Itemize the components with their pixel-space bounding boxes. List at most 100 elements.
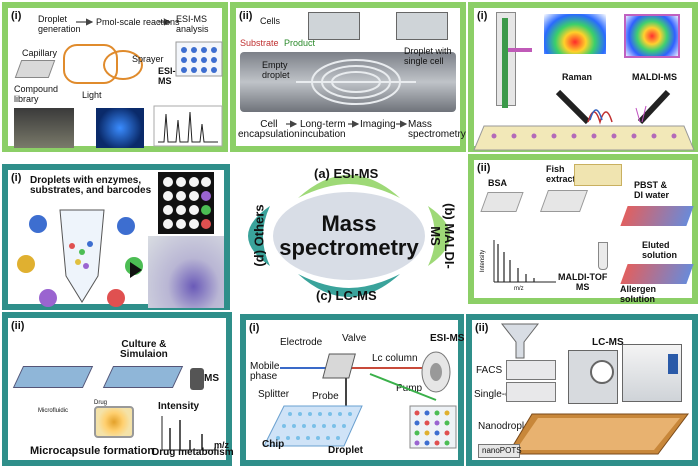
label-substrate: Substrate [240,38,279,48]
petal-lc-ms: (c) LC-MS [316,288,377,303]
label-bsa: BSA [488,178,508,188]
panel-others-microcapsule: (ii) Culture &Simulaion MS Microfluidic … [2,312,234,466]
label-cells: Cells [260,16,281,26]
ms-screen [668,354,678,374]
label-nanodroplet: Nanodroplet [478,421,533,432]
label-lc-ms: LC-MS [592,337,624,348]
label-product: Product [284,38,316,48]
label-facs: FACS [476,365,503,376]
plate-colored [409,405,457,449]
maldi-heatmap [624,14,680,58]
photo-chip-in-hand [148,236,224,308]
chip-channel [502,18,508,108]
label-intensity-axis: Intensity [480,249,487,273]
panel-tag: (ii) [239,10,253,22]
nanopots-label-box [478,444,520,458]
microcapsule-cluster [94,406,134,438]
droplet-coil [103,50,143,80]
panel-tag: (i) [477,10,488,22]
droplet-slide [473,125,695,151]
label-splitter: Splitter [258,389,290,400]
label-culture-simulation: Culture &Simulaion [120,339,168,360]
label-probe: Probe [312,391,339,402]
label-capillary: Capillary [22,48,58,58]
tube-illustration [17,209,143,307]
label-mz: m/z [214,440,230,450]
label-drug-metabolism: Drug metabolism [152,447,234,458]
photo-fluorescence [96,108,144,148]
chip-left [12,366,94,388]
label-drug: Drug [94,400,108,406]
arrows-esi-left [76,18,172,26]
label-sprayer: Sprayer [132,54,164,64]
petal-maldi-ms: (b) MALDI-MS [428,203,457,269]
ms-instrument [190,368,204,390]
nanopots-slide [507,413,689,455]
label-droplet: Droplet [328,445,363,456]
label-microcapsule-formation: Microcapsule formation [30,445,155,457]
image-inset-1 [308,12,360,40]
droplet-chip [263,405,363,447]
label-esi: ESI-MS [158,66,176,86]
label-electrode: Electrode [280,337,323,348]
label-droplets-enzymes: Droplets with enzymes,substrates, and ba… [30,175,152,196]
chip-right [102,366,184,388]
slide-2 [539,190,589,212]
panel-others-barcodes: (i) Droplets with enzymes,substrates, an… [2,164,230,310]
label-lc-column: Lc column [372,353,418,364]
funnel [500,323,540,359]
tray-fish [574,164,622,186]
label-light: Light [82,90,102,100]
label-pmol-reactions: Pmol-scale reactions [96,17,180,27]
step-imaging: Imaging [360,119,396,130]
label-esi-ms: ESI-MS [430,333,465,344]
raman-map-3d [544,14,606,54]
facs-instrument [506,360,556,380]
laser-beams [555,89,671,125]
lcms-tubing [280,351,451,418]
lc-valve [590,360,614,384]
panel-lcms-nanopots: (ii) LC-MS FACS Single-cells Nanodroplet… [466,314,698,466]
arrow-right-icon [130,262,142,278]
petal-esi-ms: (a) ESI-MS [314,166,379,181]
channel-coil [296,59,416,105]
label-single-cells: Single-cells [474,389,526,400]
label-nanopots: nanoPOTS [482,446,522,455]
metabolism-spectrum [161,416,218,451]
plate-grid [175,41,223,77]
panel-tag: (ii) [475,322,489,334]
spectrum-trace [153,105,223,147]
image-inset-2 [396,12,448,40]
panel-tag: (i) [249,322,260,334]
label-valve: Valve [342,333,367,344]
center-petals [248,175,450,297]
washing-slide [620,206,694,226]
panel-tag: (i) [11,10,22,22]
workflow-arrows [286,120,408,128]
label-microfluidic: Microfluidic [38,408,69,414]
label-mz-axis: m/z [514,286,524,292]
panel-tag: (ii) [477,162,491,174]
capillary-chip [14,60,56,78]
vial [598,242,608,270]
panel-tag: (i) [11,172,22,184]
chip-side-channel [508,48,532,52]
photo-device [14,108,74,148]
